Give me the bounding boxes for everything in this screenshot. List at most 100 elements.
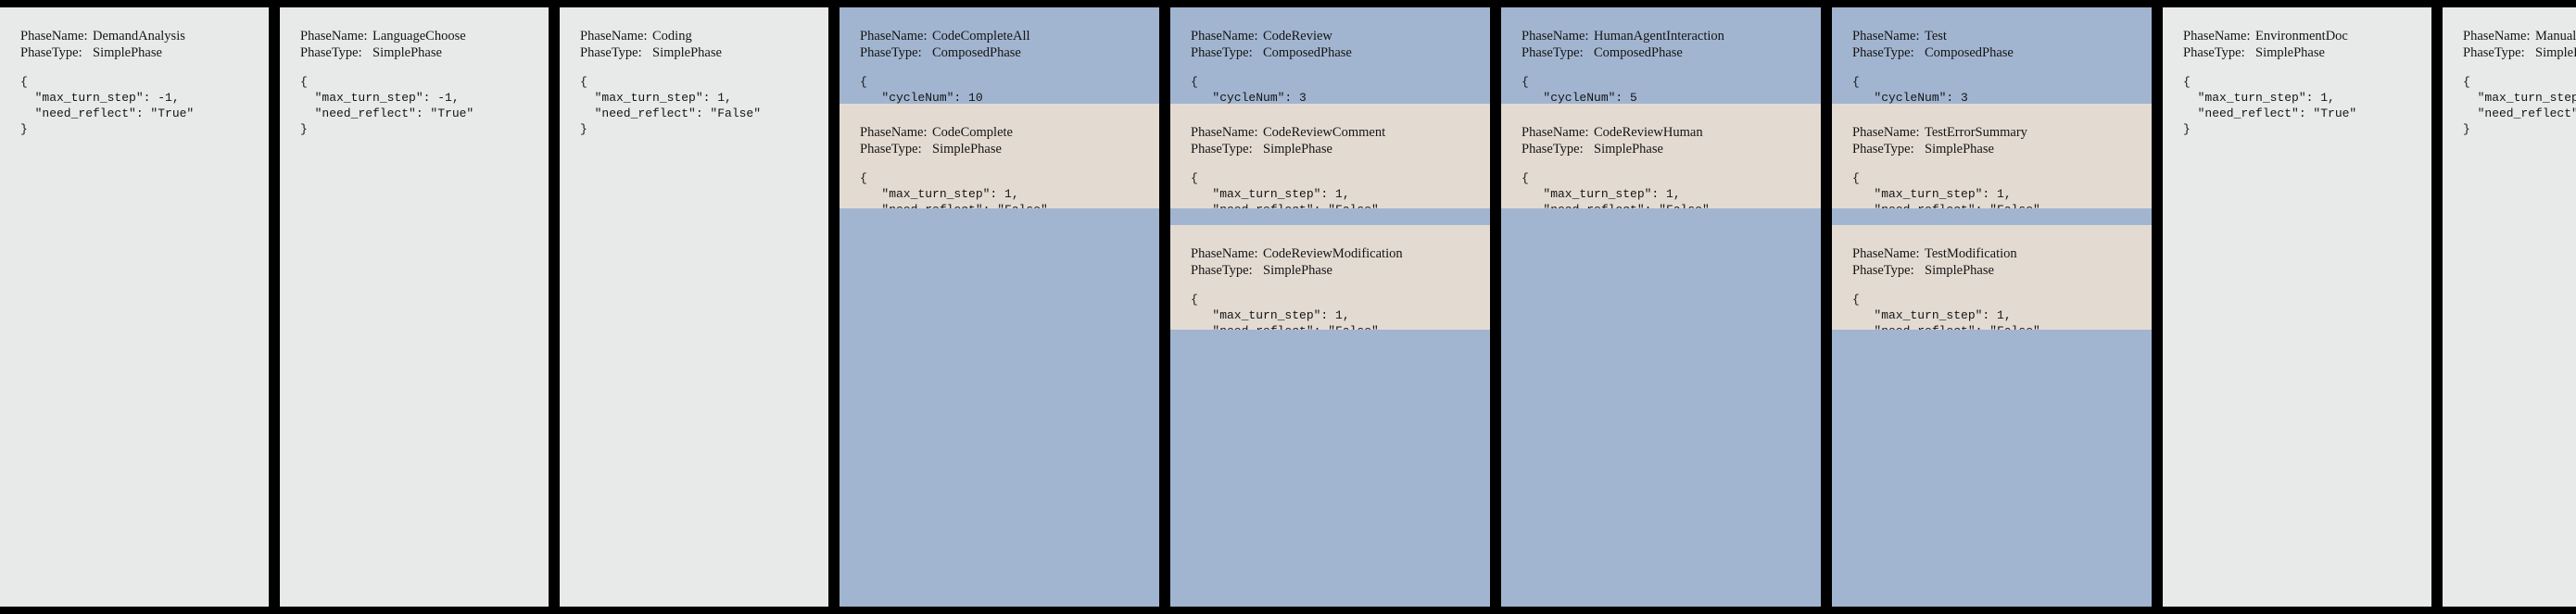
phase-name-row: PhaseName:Manual (2463, 28, 2576, 44)
phase-name-key: PhaseName: (1852, 246, 1920, 261)
phase-name-row: PhaseName:HumanAgentInteraction (1522, 28, 1821, 44)
config-line: "need_reflect": "False" (1852, 202, 2152, 208)
config-line: { (20, 75, 28, 89)
phase-type-value: SimplePhase (932, 142, 1002, 157)
config-line: "max_turn_step": -1, (300, 91, 460, 105)
config-line: "need_reflect": "False" (580, 107, 762, 120)
phase-type-key: PhaseType: (1191, 45, 1253, 60)
phase-type-key: PhaseType: (580, 45, 642, 60)
phase-type-value: ComposedPhase (1925, 45, 2014, 60)
config-line: { (1191, 75, 1198, 89)
composed-phase-filler (840, 208, 1159, 607)
phase-name-key: PhaseName: (300, 29, 368, 44)
config-line: { (1191, 171, 1198, 185)
phase-type-value: SimplePhase (1263, 263, 1332, 278)
phase-name-row: PhaseName:CodeComplete (860, 124, 1159, 141)
phase-name-key: PhaseName: (580, 29, 648, 44)
phase-name-key: PhaseName: (1852, 125, 1920, 140)
phase-config-json: { "max_turn_step": 1, "need_reflect": "F… (1191, 292, 1490, 330)
phase-name-row: PhaseName:CodeReviewHuman (1522, 124, 1821, 141)
phase-name-key: PhaseName: (1191, 29, 1258, 44)
phase-config-json: { "cycleNum": 3} (1852, 74, 2152, 104)
phase-type-row: PhaseType:SimplePhase (860, 141, 1159, 157)
config-line: "need_reflect": "True" (20, 107, 195, 120)
config-line: { (1522, 171, 1529, 185)
phase-name-value: TestModification (1925, 246, 2017, 261)
phase-type-value: SimplePhase (1925, 263, 1994, 278)
phase-name-value: DemandAnalysis (93, 29, 185, 44)
phase-config-json: { "cycleNum": 5} (1522, 74, 1821, 104)
phase-type-key: PhaseType: (1191, 142, 1253, 157)
phase-type-value: SimplePhase (2535, 45, 2576, 60)
phase-name-key: PhaseName: (1191, 246, 1258, 261)
config-line: } (20, 122, 28, 136)
phase-name-key: PhaseName: (2183, 29, 2251, 44)
config-line: "max_turn_step": 1, (1191, 187, 1350, 201)
phase-name-value: CodeReview (1263, 29, 1332, 44)
phase-type-row: PhaseType:SimplePhase (300, 44, 549, 61)
phase-type-row: PhaseType: SimplePhase (1191, 262, 1490, 279)
phase-config-json: { "max_turn_step": -1, "need_reflect": "… (300, 74, 549, 137)
phase-type-value: SimplePhase (652, 45, 722, 60)
config-line: "max_turn_step": 1, (1852, 308, 2012, 322)
config-line: "need_reflect": "False" (860, 202, 1159, 208)
config-line: { (860, 171, 867, 185)
phase-name-row: PhaseName: TestModification (1852, 245, 2152, 262)
phase-type-key: PhaseType: (2183, 45, 2245, 60)
config-line: { (2463, 75, 2470, 89)
phase-type-key: PhaseType: (1852, 45, 1914, 60)
composed-phase-footer (1170, 330, 1490, 343)
phase-name-row: PhaseName:EnvironmentDoc (2183, 28, 2431, 44)
phase-type-key: PhaseType: (1852, 263, 1914, 278)
composed-phase-filler (1170, 343, 1490, 607)
phase-name-row: PhaseName:Test (1852, 28, 2152, 44)
phase-type-value: SimplePhase (2255, 45, 2325, 60)
sub-phase-divider (1832, 208, 2152, 225)
phase-type-key: PhaseType: (1191, 263, 1253, 278)
phase-name-value: LanguageChoose (373, 29, 466, 44)
composed-phase-filler (1501, 208, 1821, 607)
config-line: "max_turn_step": -1, (20, 91, 180, 105)
composed-phase-footer (1832, 330, 2152, 343)
phase-name-row: PhaseName:TestErrorSummary (1852, 124, 2152, 141)
phase-type-row: PhaseType: ComposedPhase (1191, 44, 1490, 61)
phase-type-key: PhaseType: (1852, 142, 1914, 157)
phase-type-key: PhaseType: (1522, 45, 1584, 60)
phase-type-row: PhaseType: SimplePhase (1852, 262, 2152, 279)
phase-type-row: PhaseType: SimplePhase (580, 44, 828, 61)
phase-type-value: SimplePhase (1263, 142, 1332, 157)
phase-name-key: PhaseName: (20, 29, 88, 44)
config-line: "need_reflect": "False" (1191, 323, 1490, 330)
config-line: "cycleNum": 5 (1522, 91, 1637, 104)
config-line: } (580, 122, 587, 136)
config-line: "need_reflect": "False" (1522, 202, 1821, 208)
config-line: "need_reflect": "False" (1852, 323, 2152, 330)
phase-type-key: PhaseType: (860, 45, 922, 60)
phase-name-value: Test (1925, 29, 1947, 44)
phase-config-json: { "max_turn_step": 1, "need_reflect": "F… (1852, 170, 2152, 208)
phase-type-value: ComposedPhase (1263, 45, 1352, 60)
config-line: { (1852, 171, 1860, 185)
config-line: "max_turn_step": 1, (2477, 91, 2576, 105)
